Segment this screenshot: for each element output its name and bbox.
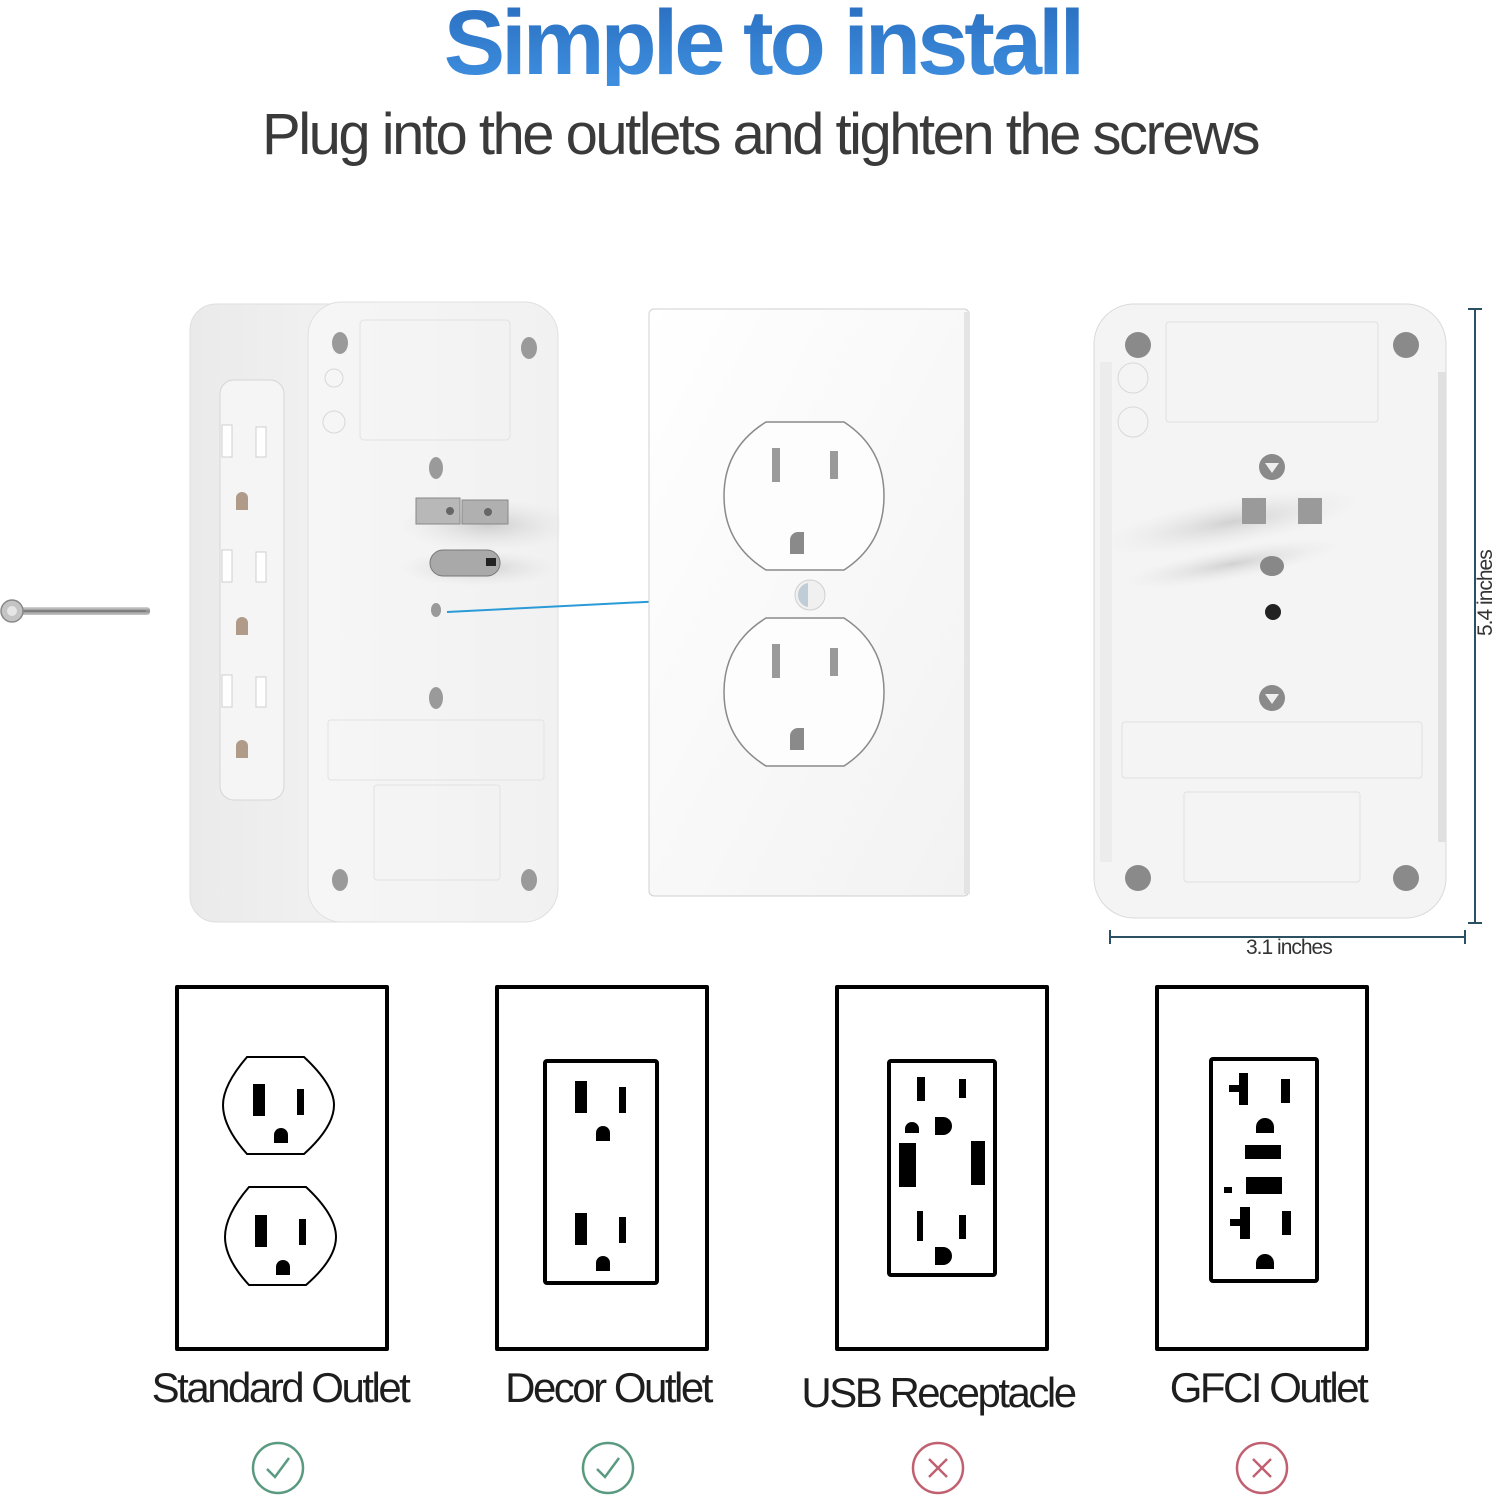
screw-icon [0,596,155,626]
decor-outlet-label: Decor Outlet [505,1364,713,1411]
gfci-outlet-icon [1209,1057,1319,1283]
gfci-outlet-card [1155,985,1369,1351]
usb-receptacle-label: USB Receptacle [801,1369,1077,1416]
gfci-outlet-label: GFCI Outlet [1169,1364,1369,1411]
power-strip-angled-image [188,300,560,925]
check-circle-icon [250,1440,306,1496]
width-dimension-line [1108,928,1468,946]
x-circle-icon [910,1440,966,1496]
check-circle-icon [580,1440,636,1496]
x-circle-icon [1234,1440,1290,1496]
usb-receptacle-icon [887,1059,997,1277]
decor-outlet-card [495,985,709,1351]
power-strip-front-image [1092,302,1452,922]
standard-outlet-label: Standard Outlet [151,1364,411,1411]
standard-outlet-card [175,985,389,1351]
height-dimension-label: 5.4 inches [1474,550,1496,636]
width-dimension-label: 3.1 inches [1246,936,1333,959]
height-dimension-line [1465,308,1485,924]
decor-outlet-icon [543,1059,659,1285]
page-title: Simple to install [0,0,1496,89]
usb-receptacle-card [835,985,1049,1351]
wall-plate-image [648,308,974,900]
page-subtitle: Plug into the outlets and tighten the sc… [262,102,1260,167]
standard-outlet-icon [221,1056,338,1286]
